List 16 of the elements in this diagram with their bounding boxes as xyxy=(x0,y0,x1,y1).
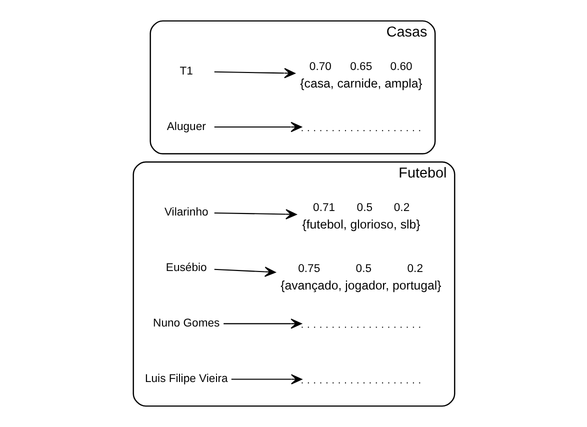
node-text: Vilarinho xyxy=(164,206,208,218)
arrow xyxy=(214,266,276,277)
arrow xyxy=(230,374,302,384)
node-text: 0.70 0.65 0.60 {casa, carnide, ampla} xyxy=(300,61,422,90)
node-text: Aluguer xyxy=(166,120,206,133)
node-text: T1 xyxy=(179,65,192,78)
node-text: Luis Filipe Vieira xyxy=(144,373,228,386)
node-text: 0.75 0.5 0.2 {avançado, jogador, portugal} xyxy=(280,262,441,292)
arrow xyxy=(214,209,296,220)
arrow xyxy=(214,68,295,78)
node-line xyxy=(301,382,420,384)
node-text: 0.71 0.5 0.2 {futebol, glorioso, slb} xyxy=(302,202,420,232)
node-text: Nuno Gomes xyxy=(152,318,220,330)
arrow xyxy=(214,122,302,132)
node-text: Eusébio xyxy=(165,262,206,274)
arrow xyxy=(223,318,302,329)
